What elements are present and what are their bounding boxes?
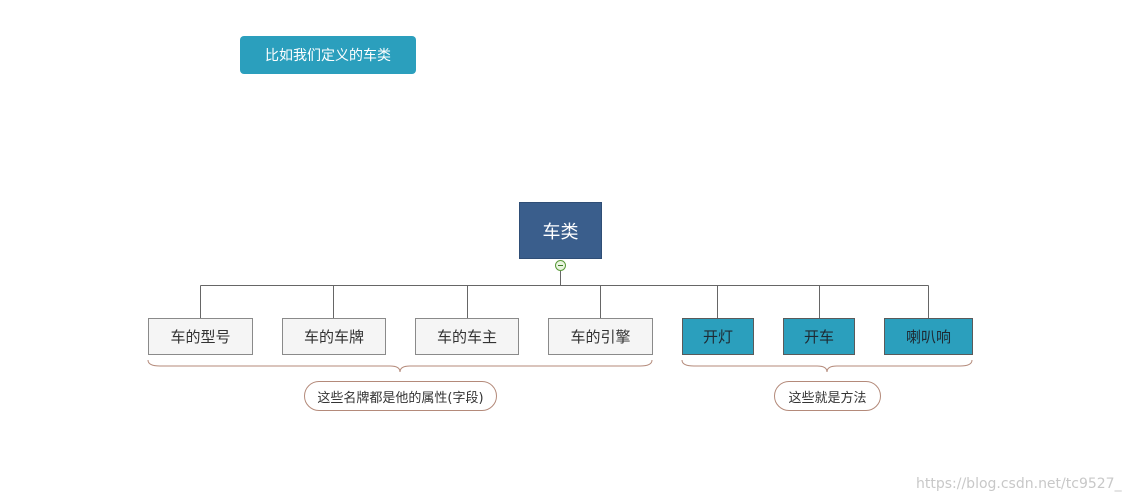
attribute-label: 车的引擎 xyxy=(570,328,631,346)
methods-summary-label: 这些就是方法 xyxy=(788,390,867,406)
note-topic[interactable]: 比如我们定义的车类 xyxy=(240,36,416,74)
attributes-summary[interactable]: 这些名牌都是他的属性(字段) xyxy=(304,381,497,411)
attribute-node-model[interactable]: 车的型号 xyxy=(148,318,253,355)
method-node-lights[interactable]: 开灯 xyxy=(682,318,754,355)
method-label: 开车 xyxy=(803,328,834,346)
method-node-drive[interactable]: 开车 xyxy=(783,318,855,355)
attribute-label: 车的车主 xyxy=(436,328,497,346)
attribute-node-engine[interactable]: 车的引擎 xyxy=(548,318,653,355)
attributes-brace xyxy=(147,359,653,373)
collapse-toggle-icon[interactable] xyxy=(555,260,566,271)
watermark: https://blog.csdn.net/tc9527_ xyxy=(916,476,1122,492)
attribute-label: 车的型号 xyxy=(170,328,231,346)
attribute-label: 车的车牌 xyxy=(303,328,364,346)
methods-summary[interactable]: 这些就是方法 xyxy=(774,381,881,411)
methods-brace xyxy=(681,359,973,373)
attribute-node-owner[interactable]: 车的车主 xyxy=(415,318,519,355)
note-topic-label: 比如我们定义的车类 xyxy=(265,48,391,64)
root-topic-label: 车类 xyxy=(542,221,579,243)
attributes-summary-label: 这些名牌都是他的属性(字段) xyxy=(317,390,484,406)
method-node-horn[interactable]: 喇叭响 xyxy=(884,318,973,355)
method-label: 开灯 xyxy=(702,328,733,346)
attribute-node-plate[interactable]: 车的车牌 xyxy=(282,318,386,355)
root-topic-car-class[interactable]: 车类 xyxy=(519,202,602,259)
method-label: 喇叭响 xyxy=(905,328,951,346)
